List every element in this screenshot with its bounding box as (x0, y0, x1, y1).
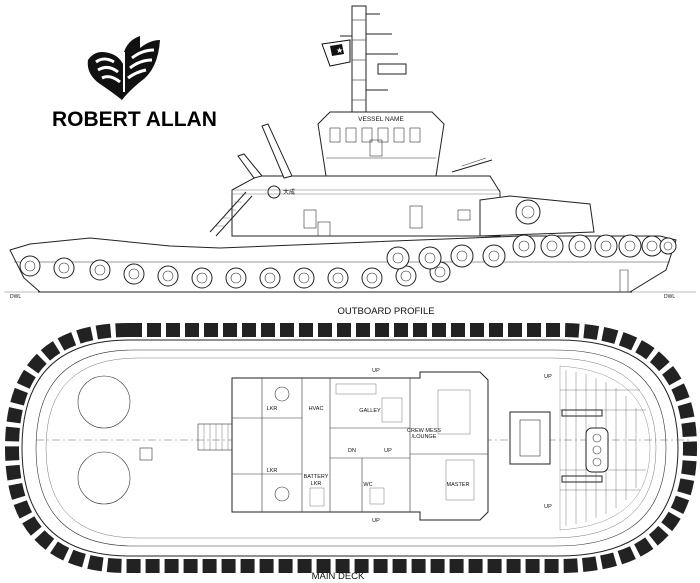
exhaust-stack (237, 123, 293, 179)
room-label-wc: WC (363, 482, 372, 488)
outboard-profile-title: OUTBOARD PROFILE (337, 306, 434, 317)
wheelhouse: VESSEL NAME (317, 111, 445, 177)
outboard-profile-view: ★ VESSEL NAME 大成 (4, 5, 696, 317)
stair-label-up-top: UP (372, 368, 380, 374)
stair-label-up-mid: UP (384, 448, 392, 454)
stair-label-dn: DN (348, 448, 356, 454)
brand-name: ROBERT ALLAN (52, 108, 217, 131)
room-label-battery-lkr: LKR (311, 481, 322, 487)
deck-fender-belt (4, 323, 698, 573)
deckhouse-plan (231, 371, 489, 521)
room-label-galley: GALLEY (359, 408, 381, 414)
towing-winch-plan (509, 409, 609, 483)
towing-winch (451, 157, 595, 237)
room-label-battery: BATTERY (304, 474, 329, 480)
room-label-hvac: HVAC (309, 406, 324, 412)
dwl-label-right: DWL (664, 294, 675, 300)
room-label-lkr-bottom: LKR (267, 468, 278, 474)
room-label-crew-mess: CREW MESS (407, 428, 441, 434)
side-fenders-upper (386, 234, 677, 270)
bow-winch-drum-port (77, 375, 131, 429)
svg-text:大成: 大成 (283, 188, 295, 196)
main-deck-title: MAIN DECK (312, 571, 365, 582)
svg-text:★: ★ (336, 46, 343, 55)
room-label-lkr-top: LKR (267, 406, 278, 412)
flag-icon: ★ (321, 39, 351, 67)
deckhouse: 大成 (231, 175, 501, 237)
interior-partitions (232, 378, 488, 512)
stair-label-up-fore-bottom: UP (544, 504, 552, 510)
stair-label-up-fore-top: UP (544, 374, 552, 380)
mast (340, 5, 407, 115)
room-label-lounge: /LOUNGE (412, 434, 437, 440)
dwl-label-left: DWL (10, 294, 21, 300)
bow-winch-drum-stbd (77, 451, 131, 505)
robert-allan-logo-icon (87, 36, 160, 100)
side-fenders-lower (19, 255, 451, 289)
vessel-name-label: VESSEL NAME (358, 116, 404, 123)
stair-label-up-bottom: UP (372, 518, 380, 524)
room-label-master: MASTER (447, 482, 470, 488)
bow-stairs (209, 191, 253, 237)
main-deck-view: HVAC GALLEY CREW MESS /LOUNGE BATTERY LK… (4, 323, 698, 573)
